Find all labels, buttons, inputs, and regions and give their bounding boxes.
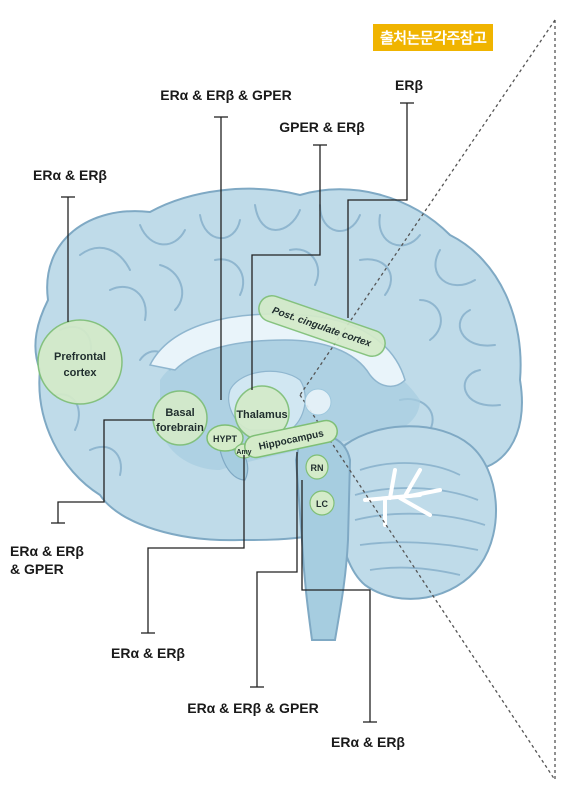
receptor-label-top-center: ERα & ERβ & GPER [160,87,292,103]
label-rn: RN [311,463,324,473]
region-small-highlight [304,388,332,416]
receptor-label-bottom-1: ERα & ERβ [111,645,185,661]
receptor-label-bottom-2: ERα & ERβ & GPER [187,700,319,716]
zoom-guide [299,19,556,781]
source-badge: 출처논문각주참고 [373,24,494,51]
region-basal-forebrain [152,390,208,446]
label-basal-2: forebrain [156,422,204,434]
connector-lines [51,102,414,723]
receptor-label-left-lower-2: & GPER [10,561,64,577]
label-basal-1: Basal [165,407,194,419]
label-amy: Amy [236,449,251,456]
label-prefrontal-2: cortex [63,367,97,379]
region-cingulate [258,294,386,358]
receptor-label-left-upper: ERα & ERβ [33,167,107,183]
label-lc: LC [316,499,328,509]
receptor-label-top-right: ERβ [395,77,423,93]
region-prefrontal [37,319,123,405]
receptor-label-bottom-3: ERα & ERβ [331,734,405,750]
label-thalamus: Thalamus [236,409,287,421]
region-hypt [206,424,244,452]
region-lc [309,490,335,516]
receptor-label-left-lower-1: ERα & ERβ [10,543,84,559]
receptor-label-mid-right: GPER & ERβ [279,119,365,135]
region-hippocampus [244,419,338,459]
label-hypt: HYPT [213,434,238,444]
cerebellum [335,425,497,600]
brainstem [294,434,352,641]
region-rn [305,454,329,480]
label-prefrontal-1: Prefrontal [54,351,106,363]
